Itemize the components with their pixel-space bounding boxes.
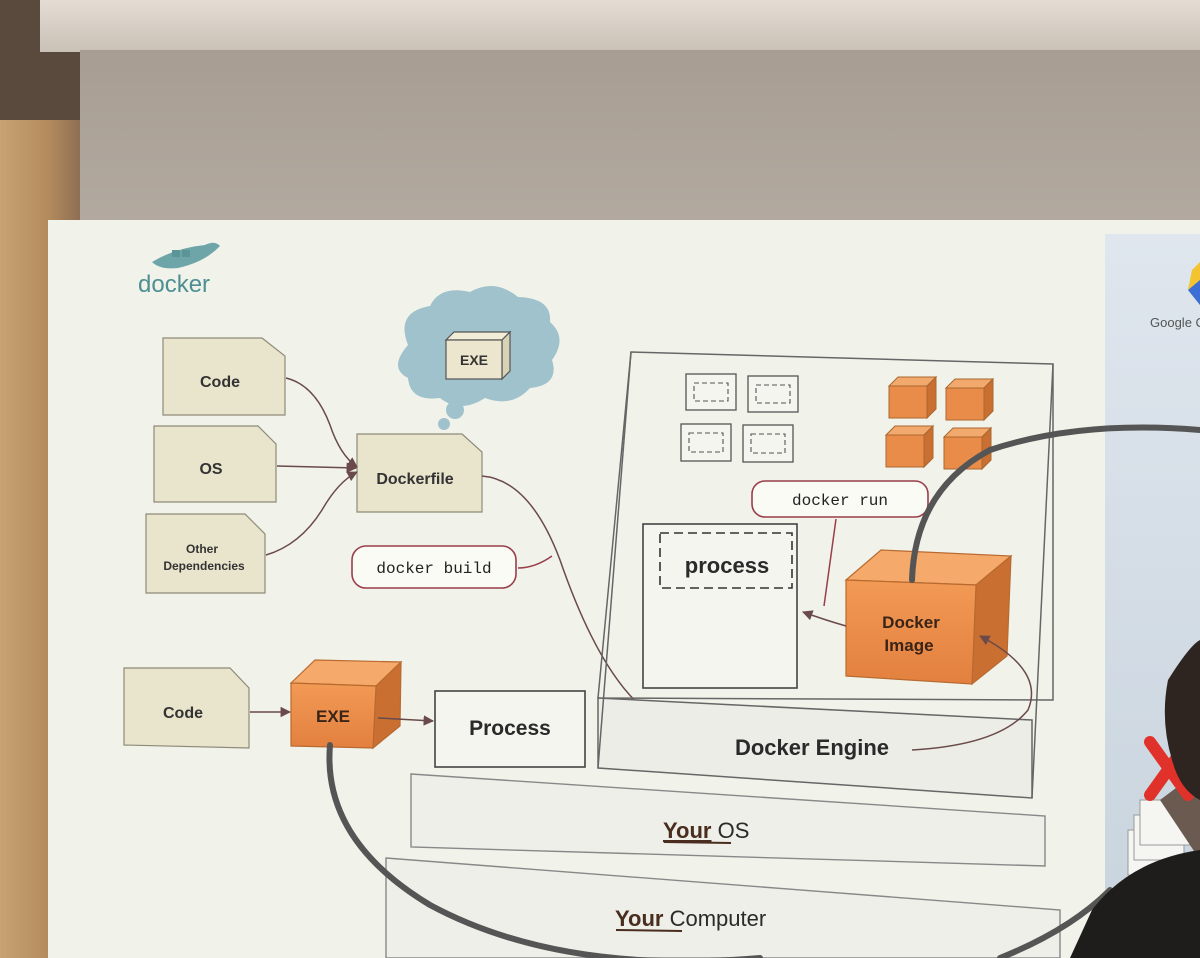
docker-image-label-line2: Image [884,636,933,655]
cube-icon [884,375,995,471]
traditional-process-box [434,690,586,768]
your-computer-label: Your Computer [615,906,766,931]
container-icon [680,373,799,463]
your-os-layer [410,773,1046,867]
dockerfile-label: Dockerfile [376,471,453,488]
cloud-exe-label: EXE [460,352,488,368]
your-computer-layer [385,857,1061,958]
traditional-code-box [123,667,250,749]
dockerfile-box [356,433,483,513]
docker-build-command-box [351,545,517,589]
os-label: OS [199,461,222,478]
arrow-code-to-dockerfile [285,377,358,468]
container-icon-dashes [688,382,791,454]
process-dashed-frame [659,532,793,589]
docker-run-command-box [751,480,929,518]
docker-run-label: docker run [792,492,888,510]
process-box [642,523,798,689]
arrow-deps-to-dockerfile [265,471,358,556]
docker-engine-container-box [597,351,1054,701]
google-logo [1188,262,1200,305]
other-label-line2: Dependencies [163,559,245,573]
traditional-exe-label: EXE [316,707,350,726]
your-os-label: Your OS [663,818,749,843]
arrow-exe-to-process [377,715,435,726]
process-label: process [685,553,769,578]
os-file-box [153,425,277,503]
traditional-exe-cube [289,659,403,750]
presenter-silhouette [1070,640,1200,958]
your-os-underline [663,841,732,844]
docker-engine-label: Docker Engine [735,735,889,760]
other-dependencies-box [145,513,266,594]
cloud-exe-cube [444,330,512,381]
docker-whale-icon [152,242,220,269]
docker-build-pointer [517,555,553,569]
side-logo-text: Google C [1150,315,1200,330]
traditional-process-label: Process [469,717,551,740]
traditional-code-label: Code [163,705,203,722]
curve-exe-to-computer [326,742,763,958]
arrow-image-to-process [802,610,847,627]
code-file-box [162,337,286,416]
arrow-engine-to-image [911,635,1033,751]
your-computer-underline [615,929,683,932]
code-label: Code [200,374,240,391]
docker-image-cube [844,549,1013,686]
curve-computer-to-side [997,887,1113,958]
arrow-os-to-dockerfile [276,462,358,474]
curve-image-to-cloud [909,424,1200,583]
other-label-line1: Other [186,542,218,556]
docker-logo-text: docker [138,271,210,298]
docker-run-pointer [823,518,837,607]
docker-build-label: docker build [376,560,491,578]
projector-screen-housing [40,0,1200,52]
docker-image-label-line1: Docker [882,613,940,632]
